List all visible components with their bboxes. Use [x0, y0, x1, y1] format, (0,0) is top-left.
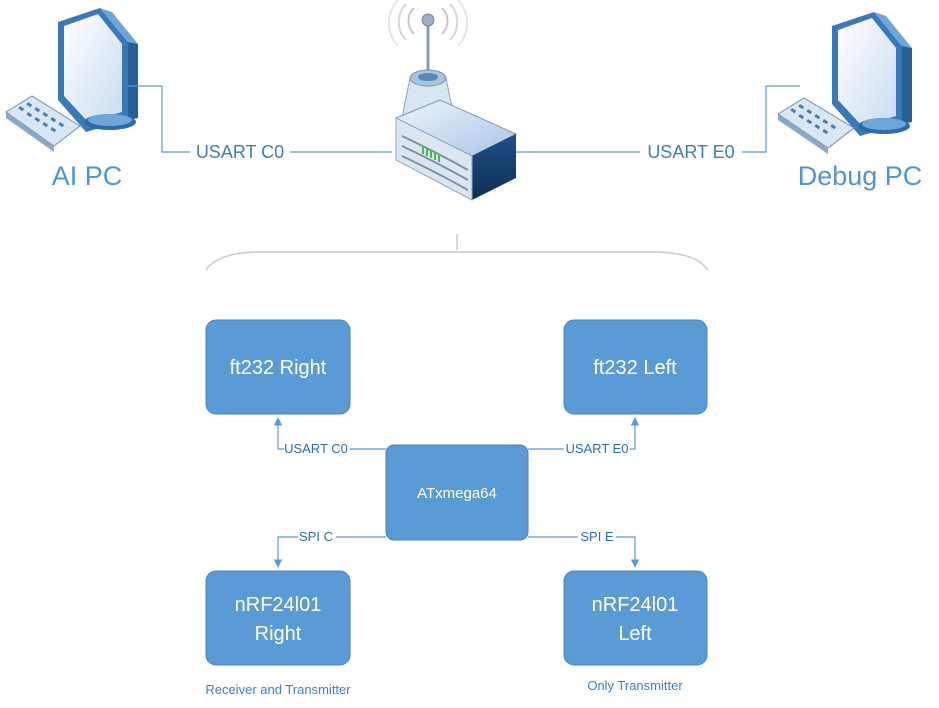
spi-c-arrow — [273, 536, 386, 568]
ft232-left-block: ft232 Left — [563, 319, 708, 415]
mcu-label: ATxmega64 — [417, 485, 497, 502]
left-radio-note: Only Transmitter — [587, 678, 683, 693]
nrf-right-label-line2: Right — [255, 623, 302, 645]
wireless-router-icon — [388, 0, 518, 201]
usart-e0-arrow — [528, 417, 640, 450]
debug-link-label: USART E0 — [647, 142, 734, 162]
bracket — [205, 234, 709, 271]
spi-c-link-label: SPI C — [299, 529, 333, 544]
usart-e0-link-label: USART E0 — [565, 441, 628, 456]
right-radio-note: Receiver and Transmitter — [205, 682, 351, 697]
nrf-left-label-line2: Left — [618, 623, 652, 645]
usart-c0-link-label: USART C0 — [284, 441, 348, 456]
ai-pc-label: AI PC — [52, 161, 123, 191]
nrf-right-label-line1: nRF24l01 — [235, 594, 322, 616]
ft232-right-block: ft232 Right — [205, 319, 351, 415]
nrf-left-label-line1: nRF24l01 — [592, 594, 679, 616]
debug-pc-label: Debug PC — [798, 161, 923, 191]
top-connector-lines — [128, 85, 800, 153]
computer-icon-ai-pc — [5, 8, 138, 152]
ft232-left-label: ft232 Left — [593, 357, 677, 379]
spi-e-link-label: SPI E — [580, 529, 614, 544]
nrf-left-block: nRF24l01 Left — [563, 570, 708, 666]
mcu-block: ATxmega64 — [385, 444, 529, 541]
ai-link-label: USART C0 — [196, 142, 284, 162]
ft232-right-label: ft232 Right — [230, 357, 327, 379]
spi-e-arrow — [528, 536, 640, 568]
nrf-right-block: nRF24l01 Right — [205, 570, 351, 666]
computer-icon-debug-pc — [777, 12, 912, 154]
